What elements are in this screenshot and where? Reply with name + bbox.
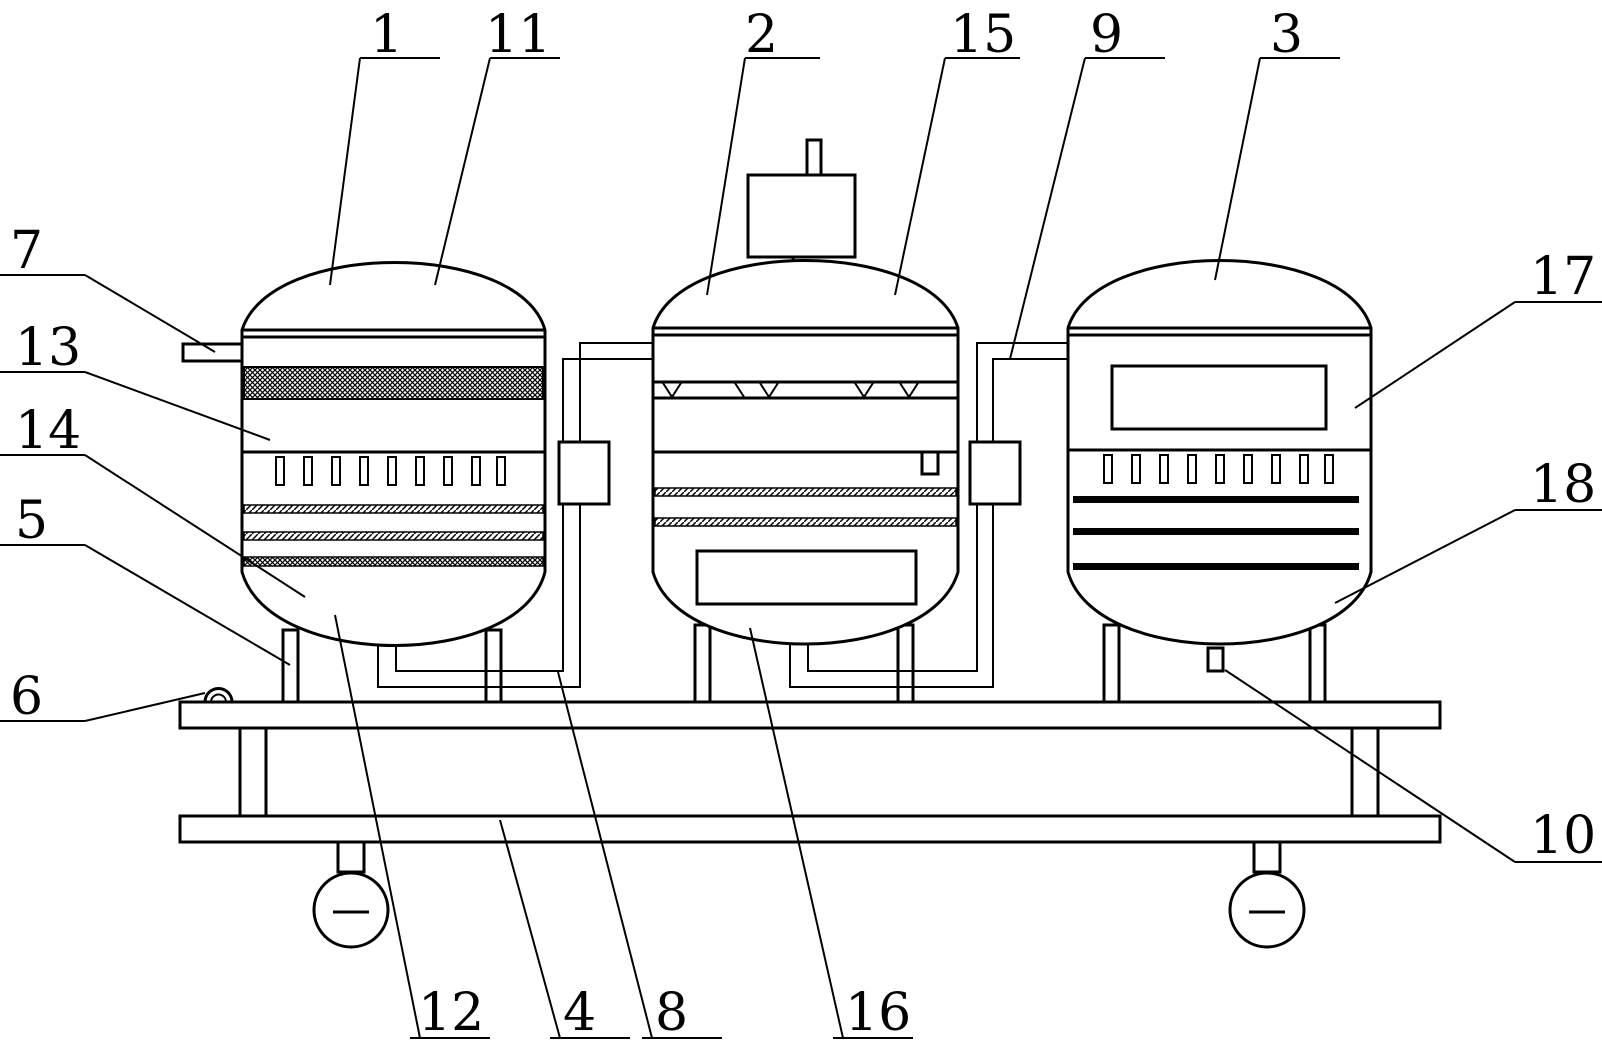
tank-3-leg-left bbox=[1102, 623, 1121, 704]
label-12: 12 bbox=[418, 983, 484, 1043]
label-8: 8 bbox=[655, 983, 688, 1043]
label-13: 13 bbox=[15, 318, 81, 378]
pump-1 bbox=[557, 440, 611, 506]
motor bbox=[746, 173, 857, 259]
frame-post-right bbox=[1350, 726, 1380, 818]
tank-2-window bbox=[695, 549, 918, 606]
tank-1-nozzles bbox=[275, 456, 506, 486]
connecting-pipe-9 bbox=[789, 342, 1068, 688]
outlet-pipe bbox=[1206, 646, 1225, 673]
tank-2-leg-left bbox=[693, 623, 712, 704]
wheel-right bbox=[1228, 840, 1306, 949]
label-10: 10 bbox=[1530, 806, 1596, 866]
label-15: 15 bbox=[950, 5, 1016, 65]
label-9: 9 bbox=[1090, 5, 1123, 65]
callout-labels: 1 11 2 15 9 3 7 13 14 5 6 17 18 10 12 4 … bbox=[10, 5, 1596, 1043]
connecting-pipe-8 bbox=[377, 342, 653, 688]
tank-2-sensor bbox=[920, 450, 940, 476]
tank-3 bbox=[1066, 259, 1373, 704]
tank-2 bbox=[651, 138, 960, 704]
label-18: 18 bbox=[1530, 455, 1596, 515]
tank-1-mesh-layer bbox=[243, 366, 544, 400]
tank-1-leg-left bbox=[281, 628, 300, 704]
tank-3-window bbox=[1110, 364, 1328, 431]
tank-2-leg-right bbox=[896, 623, 915, 704]
tank-3-nozzles bbox=[1103, 454, 1334, 484]
label-5: 5 bbox=[15, 491, 48, 551]
pump-2 bbox=[968, 440, 1022, 506]
tank-1-leg-right bbox=[484, 628, 503, 704]
tank-3-leg-right bbox=[1308, 623, 1327, 704]
label-16: 16 bbox=[845, 983, 911, 1043]
upper-platform bbox=[178, 700, 1442, 730]
wheel-left bbox=[312, 840, 390, 949]
lower-platform bbox=[178, 814, 1442, 844]
motor-shaft-top bbox=[805, 138, 823, 178]
leader-lines bbox=[0, 57, 1602, 1039]
label-3: 3 bbox=[1270, 5, 1303, 65]
label-2: 2 bbox=[745, 5, 778, 65]
label-6: 6 bbox=[10, 667, 43, 727]
label-17: 17 bbox=[1530, 247, 1596, 307]
tank-1 bbox=[181, 261, 547, 704]
handle bbox=[203, 687, 234, 703]
label-11: 11 bbox=[485, 5, 551, 65]
label-14: 14 bbox=[15, 401, 81, 461]
label-4: 4 bbox=[563, 983, 596, 1043]
frame-post-left bbox=[238, 726, 268, 818]
tank-1-body bbox=[240, 261, 547, 647]
cart-frame bbox=[178, 700, 1442, 844]
tank-3-body bbox=[1066, 259, 1373, 646]
inlet-pipe bbox=[181, 342, 244, 363]
label-1: 1 bbox=[370, 5, 403, 65]
label-7: 7 bbox=[10, 221, 43, 281]
